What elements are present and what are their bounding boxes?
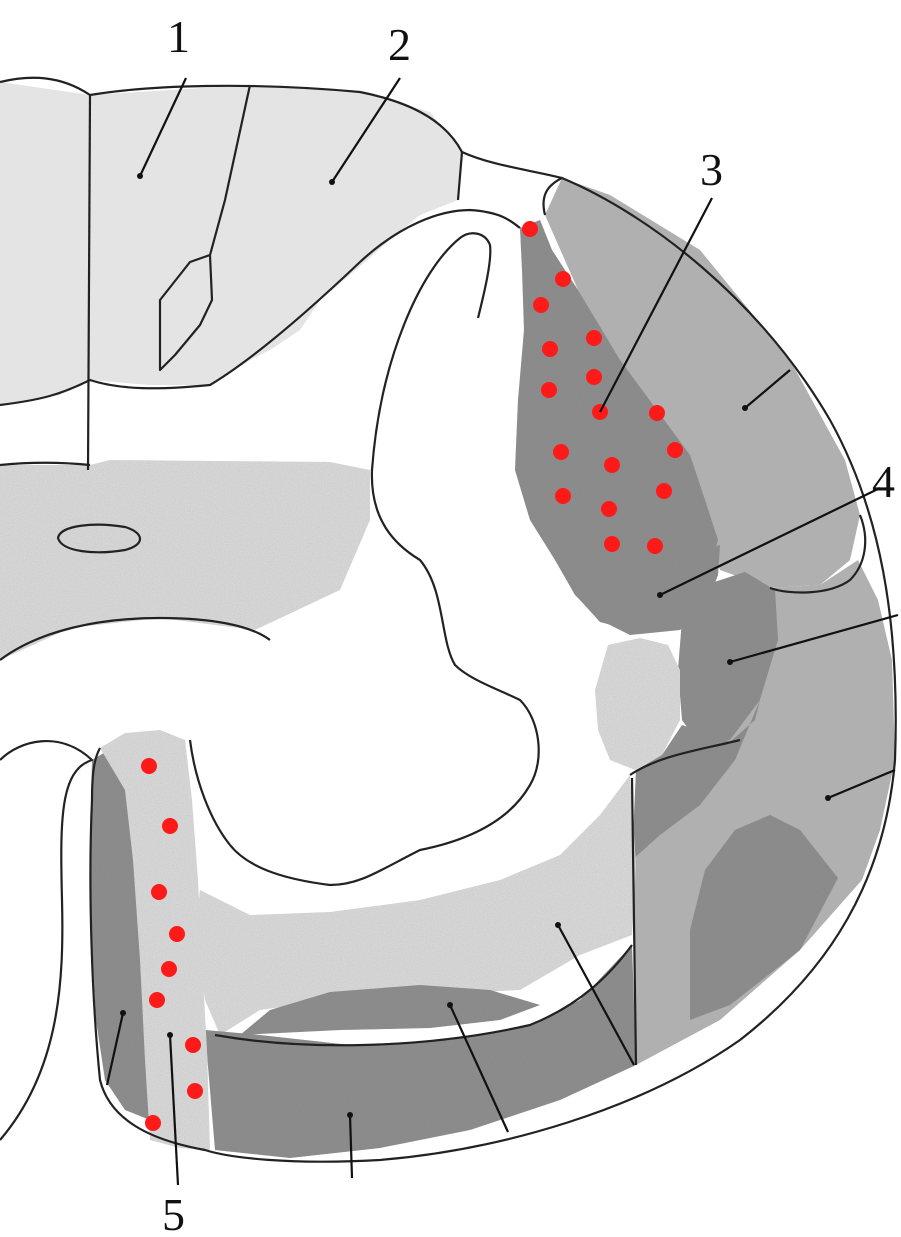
dorsal-root-entry-zone — [458, 152, 562, 215]
leader-dot — [347, 1112, 353, 1118]
label-2: 2 — [388, 19, 411, 70]
cell-marker — [667, 442, 683, 458]
cell-marker — [555, 488, 571, 504]
cell-marker — [522, 221, 538, 237]
leader-dot — [727, 659, 733, 665]
cell-marker — [604, 536, 620, 552]
cell-marker — [169, 926, 185, 942]
leader-dot — [329, 179, 335, 185]
label-4: 4 — [872, 456, 895, 507]
label-5: 5 — [162, 1189, 185, 1237]
leader-dot — [555, 922, 561, 928]
cell-marker — [604, 457, 620, 473]
cell-marker — [555, 271, 571, 287]
leader-dot — [657, 592, 663, 598]
cell-marker — [187, 1083, 203, 1099]
cell-marker — [149, 992, 165, 1008]
cell-marker — [533, 297, 549, 313]
cell-marker — [586, 330, 602, 346]
cell-marker — [141, 758, 157, 774]
cell-marker — [553, 444, 569, 460]
cell-marker — [542, 341, 558, 357]
cell-marker — [601, 501, 617, 517]
ventral-median-fissure — [0, 741, 92, 1140]
cell-marker — [161, 961, 177, 977]
cell-marker — [649, 405, 665, 421]
cell-marker — [656, 483, 672, 499]
cell-marker — [145, 1115, 161, 1131]
cell-marker — [185, 1037, 201, 1053]
leader-dot — [120, 1010, 126, 1016]
label-3: 3 — [700, 144, 723, 195]
leader-dot — [825, 795, 831, 801]
cell-marker — [162, 818, 178, 834]
central-gray-band — [0, 460, 370, 660]
leader-dot — [137, 173, 143, 179]
cell-marker — [586, 369, 602, 385]
leader-dot — [742, 405, 748, 411]
cell-marker — [647, 538, 663, 554]
leader-dot — [167, 1032, 173, 1038]
leader-dot — [447, 1002, 453, 1008]
cell-marker — [151, 884, 167, 900]
label-1: 1 — [167, 11, 190, 62]
cell-marker — [541, 382, 557, 398]
